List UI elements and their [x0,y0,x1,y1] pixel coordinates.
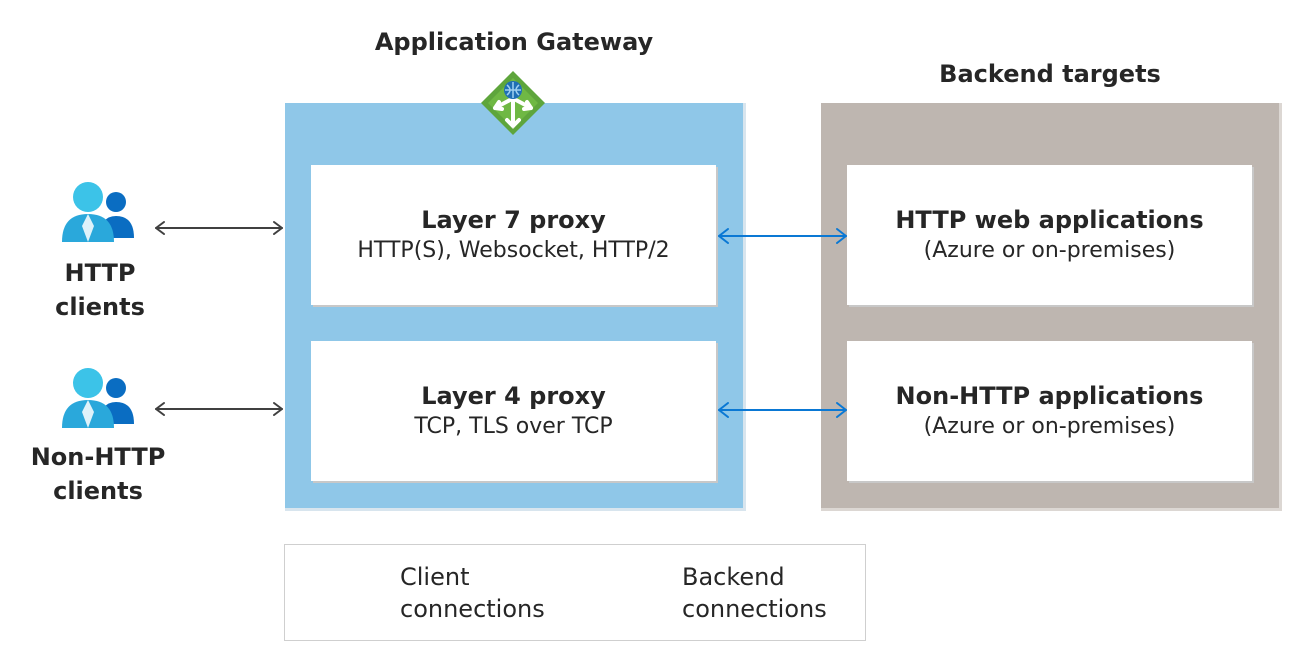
legend [284,544,866,641]
nonhttp-apps-box: Non-HTTP applications (Azure or on-premi… [847,341,1252,481]
layer7-proxy-box: Layer 7 proxy HTTP(S), Websocket, HTTP/2 [311,165,716,305]
http-clients-users-icon [62,182,134,242]
gateway-title: Application Gateway [374,28,654,56]
legend-backend-label: Backend connections [682,561,827,625]
http-apps-box: HTTP web applications (Azure or on-premi… [847,165,1252,305]
backend-arrow-nonhttp [718,402,847,418]
client-arrow-nonhttp [155,402,283,416]
nonhttp-clients-label: Non-HTTP clients [18,440,178,508]
http-apps-subtitle: (Azure or on-premises) [923,238,1176,263]
nonhttp-clients-line2: clients [53,477,143,505]
backend-arrow-http [718,228,847,244]
http-clients-line2: clients [55,293,145,321]
nonhttp-apps-title: Non-HTTP applications [895,382,1204,410]
layer4-subtitle: TCP, TLS over TCP [414,414,613,439]
backend-title: Backend targets [939,60,1161,88]
legend-client-line2: connections [400,595,545,623]
http-apps-title: HTTP web applications [895,206,1204,234]
http-clients-line1: HTTP [64,259,136,287]
client-arrow-http [155,221,283,235]
legend-backend-line1: Backend [682,563,785,591]
http-clients-label: HTTP clients [20,256,180,324]
legend-client-line1: Client [400,563,470,591]
layer7-subtitle: HTTP(S), Websocket, HTTP/2 [357,238,670,263]
legend-backend-line2: connections [682,595,827,623]
layer4-title: Layer 4 proxy [421,382,606,410]
legend-client-label: Client connections [400,561,545,625]
nonhttp-clients-users-icon [62,368,134,428]
layer7-title: Layer 7 proxy [421,206,606,234]
nonhttp-apps-subtitle: (Azure or on-premises) [923,414,1176,439]
layer4-proxy-box: Layer 4 proxy TCP, TLS over TCP [311,341,716,481]
application-gateway-icon [481,71,545,135]
nonhttp-clients-line1: Non-HTTP [30,443,166,471]
